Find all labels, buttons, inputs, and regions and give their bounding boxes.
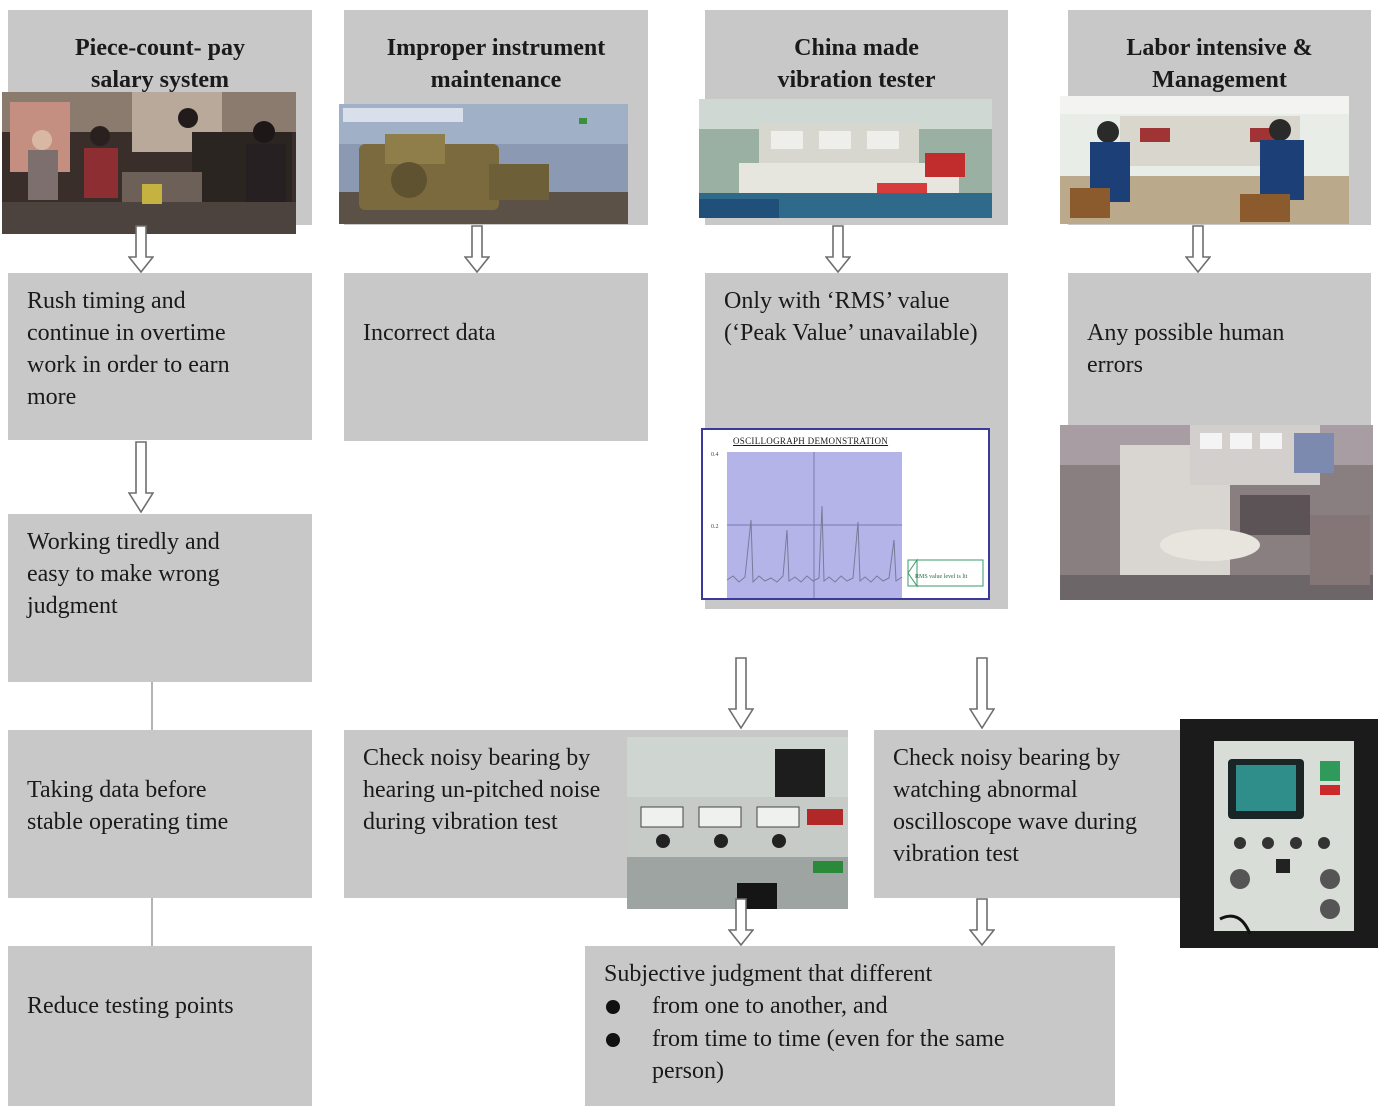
oscillograph-image: OSCILLOGRAPH DEMONSTRATION 0.4 0.2 RMS v… [701,428,990,600]
box-incorrect-data: Incorrect data [344,273,648,441]
reduce-testing-text: Reduce testing points [27,993,234,1019]
box-subjective-judgment: Subjective judgment that different from … [585,946,1115,1106]
arrow-down-watching-to-subjective [969,898,995,946]
connector-line-1 [151,682,153,730]
rms-value-text: Only with ‘RMS’ value (‘Peak Value’ unav… [724,288,978,346]
oscillograph-title: OSCILLOGRAPH DEMONSTRATION [733,436,889,446]
header-labor: Labor intensive & Management [1126,35,1313,93]
rush-timing-text: Rush timing and continue in overtime wor… [27,288,230,410]
human-errors-text: Any possible human errors [1087,320,1285,378]
svg-text:0.2: 0.2 [711,524,719,530]
photo-oscilloscope [1180,719,1378,948]
header-salary: Piece-count- pay salary system [75,35,245,93]
arrow-down-1 [128,225,154,273]
bullet-icon [604,990,652,1023]
oscillograph-note: RMS value level is lit [915,574,968,580]
arrow-down-hearing-to-subjective [728,898,754,946]
bullet-text-1: from one to another, and [652,993,888,1019]
connector-line-2 [151,898,153,946]
bullet-item-2: from time to time (even for the same per… [604,1023,1055,1087]
bullet-text-2: from time to time (even for the same per… [652,1026,1005,1084]
box-human-errors: Any possible human errors [1068,273,1371,433]
box-reduce-testing: Reduce testing points [8,946,312,1106]
photo-vibration-tester [699,99,992,218]
bullet-item-1: from one to another, and [604,990,1055,1023]
box-taking-data: Taking data before stable operating time [8,730,312,898]
box-check-watching: Check noisy bearing by watching abnormal… [874,730,1180,898]
subjective-text: Subjective judgment that different [604,961,933,987]
header-tester: China made vibration tester [777,35,936,93]
photo-vibration-meter [627,737,848,909]
taking-data-text: Taking data before stable operating time [27,777,229,835]
photo-test-station [1060,425,1373,600]
bullet-icon [604,1023,652,1056]
box-working-tiredly: Working tiredly and easy to make wrong j… [8,514,312,682]
arrow-down-rms-to-hearing [728,657,754,729]
working-tiredly-text: Working tiredly and easy to make wrong j… [27,529,220,619]
arrow-down-rush-to-tired [128,441,154,513]
check-hearing-text: Check noisy bearing by hearing un-pitche… [363,745,601,835]
header-maintenance: Improper instrument maintenance [386,35,606,93]
photo-lab-workers [1060,96,1349,224]
photo-workers [2,92,296,234]
arrow-down-2 [464,225,490,273]
arrow-down-3 [825,225,851,273]
box-rush-timing: Rush timing and continue in overtime wor… [8,273,312,440]
photo-machine [339,104,628,224]
incorrect-data-text: Incorrect data [363,320,496,346]
arrow-down-rms-to-watching [969,657,995,729]
check-watching-text: Check noisy bearing by watching abnormal… [893,745,1137,867]
svg-text:0.4: 0.4 [711,452,719,458]
arrow-down-4 [1185,225,1211,273]
